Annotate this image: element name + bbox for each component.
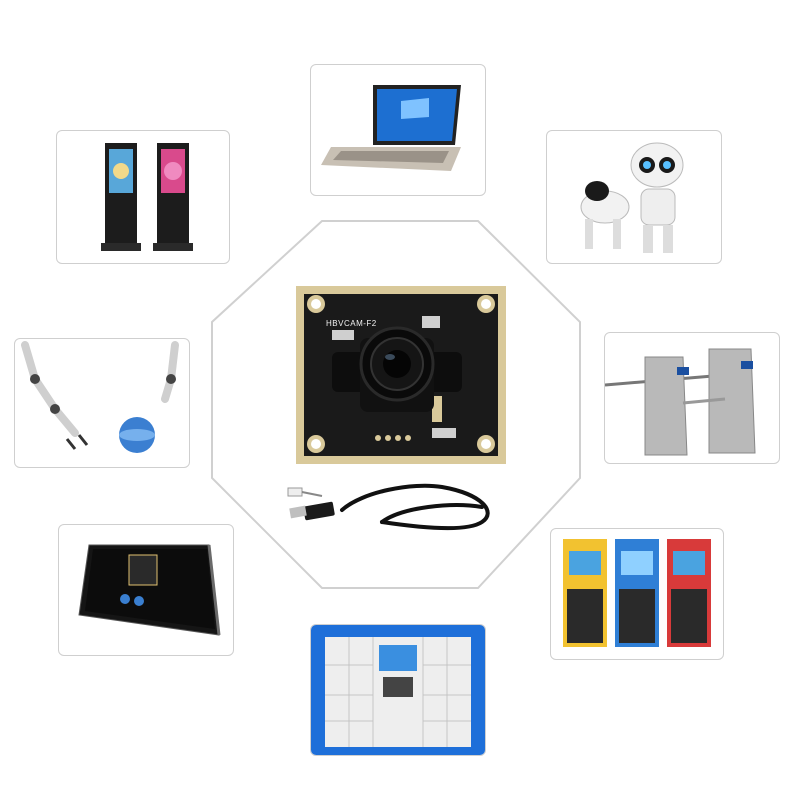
application-tile-smart-lockers xyxy=(310,624,486,756)
application-tile-robots xyxy=(546,130,722,264)
face-terminal-icon xyxy=(78,544,221,636)
digital-signage-icon xyxy=(101,143,193,251)
usb-cable xyxy=(340,483,490,531)
robot-icon xyxy=(580,142,684,253)
pcb-model-label: HBVCAM-F2 xyxy=(326,319,377,328)
turnstile-icon xyxy=(605,348,756,456)
application-tile-kiosk-displays xyxy=(56,130,230,264)
application-tile-self-service-kiosks xyxy=(550,528,724,660)
camera-lens xyxy=(332,326,462,412)
application-tile-laptop xyxy=(310,64,486,196)
application-tile-robotic-arms xyxy=(14,338,190,468)
application-tile-face-recognition-terminal xyxy=(58,524,234,656)
locker-icon xyxy=(311,625,485,755)
usb-plug xyxy=(289,501,335,521)
robot-arm-icon xyxy=(21,341,179,453)
camera-pcb-board: HBVCAM-F2 xyxy=(296,286,506,464)
laptop-icon xyxy=(321,85,461,171)
usb-camera-module: HBVCAM-F2 xyxy=(287,286,506,531)
jst-connector xyxy=(287,487,323,497)
application-tile-turnstiles xyxy=(604,332,780,464)
atm-kiosk-icon xyxy=(563,539,711,647)
